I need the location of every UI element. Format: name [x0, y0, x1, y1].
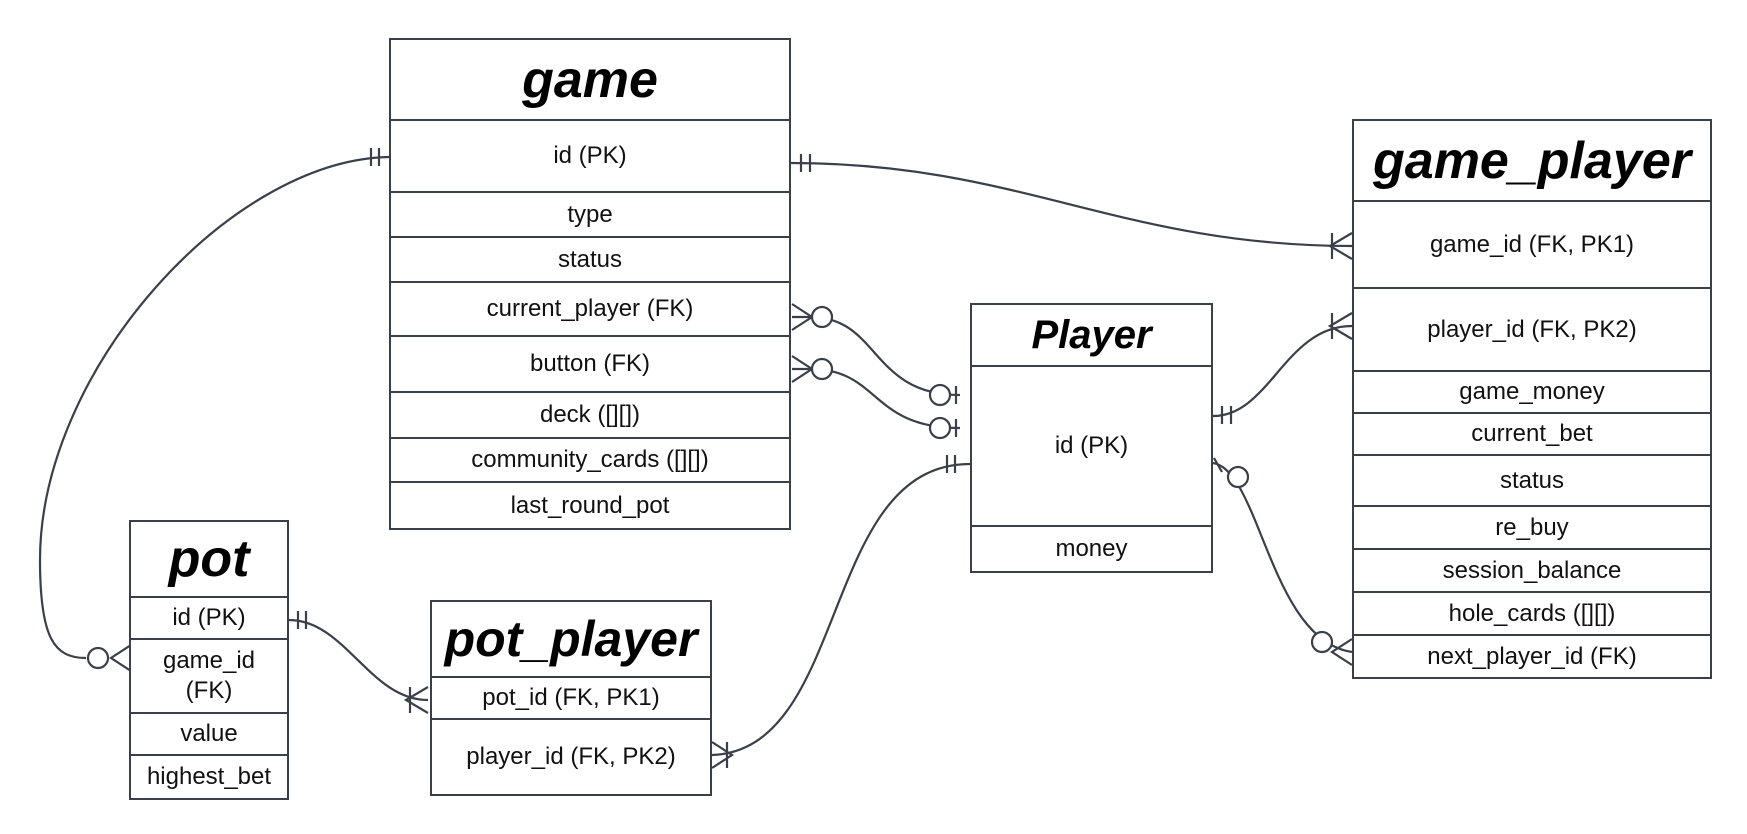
pot-player-attr-pot-id: pot_id (FK, PK1) [432, 678, 710, 720]
game-attr-community-cards: community_cards ([][]) [391, 439, 789, 483]
game-attr-current-player: current_player (FK) [391, 283, 789, 337]
entity-title-player: Player [972, 305, 1211, 367]
game-player-attr-session-balance: session_balance [1354, 550, 1710, 593]
entity-game-player[interactable]: game_player game_id (FK, PK1) player_id … [1352, 119, 1712, 679]
game-attr-status: status [391, 238, 789, 283]
entity-pot[interactable]: pot id (PK) game_id (FK) value highest_b… [129, 520, 289, 800]
pot-player-attr-player-id: player_id (FK, PK2) [466, 743, 676, 770]
game-player-attr-game-id: game_id (FK, PK1) [1354, 202, 1710, 289]
game-player-attr-next-player-id: next_player_id (FK) [1427, 642, 1637, 670]
relationship-button [791, 355, 961, 440]
entity-title-game-player: game_player [1354, 121, 1710, 202]
game-player-attr-player-id: player_id (FK, PK2) [1354, 289, 1710, 372]
game-player-attr-hole-cards: hole_cards ([][]) [1354, 593, 1710, 636]
relationship-player-game-player [1212, 312, 1353, 424]
entity-title-game: game [391, 40, 789, 121]
player-attr-id: id (PK) [972, 367, 1211, 527]
pot-attr-highest-bet: highest_bet [146, 763, 272, 790]
pot-attr-value: value [131, 714, 287, 756]
relationship-game-pot [38, 148, 390, 672]
entity-player[interactable]: Player id (PK) money [970, 303, 1213, 573]
game-player-attr-game-money: game_money [1354, 372, 1710, 414]
game-attr-id: id (PK) [391, 121, 789, 193]
relationship-next-player [1212, 457, 1353, 666]
entity-title-pot-player: pot_player [432, 602, 710, 678]
entity-title-pot: pot [131, 522, 287, 598]
pot-attr-game-id: game_id (FK) [131, 640, 287, 714]
game-attr-type: type [391, 193, 789, 238]
entity-game[interactable]: game id (PK) type status current_player … [389, 38, 791, 530]
relationship-player-pot-player [711, 455, 971, 769]
relationship-current-player [791, 303, 961, 407]
player-attr-money: money [1055, 535, 1128, 562]
game-attr-button: button (FK) [391, 337, 789, 393]
game-player-attr-status: status [1354, 456, 1710, 507]
relationship-pot-pot-player [288, 611, 429, 714]
pot-attr-id: id (PK) [131, 598, 287, 640]
game-attr-deck: deck ([][]) [391, 393, 789, 439]
game-attr-last-round-pot: last_round_pot [510, 491, 670, 519]
entity-pot-player[interactable]: pot_player pot_id (FK, PK1) player_id (F… [430, 600, 712, 796]
relationship-game-game-player [790, 154, 1353, 260]
game-player-attr-re-buy: re_buy [1354, 507, 1710, 550]
game-player-attr-current-bet: current_bet [1354, 414, 1710, 456]
